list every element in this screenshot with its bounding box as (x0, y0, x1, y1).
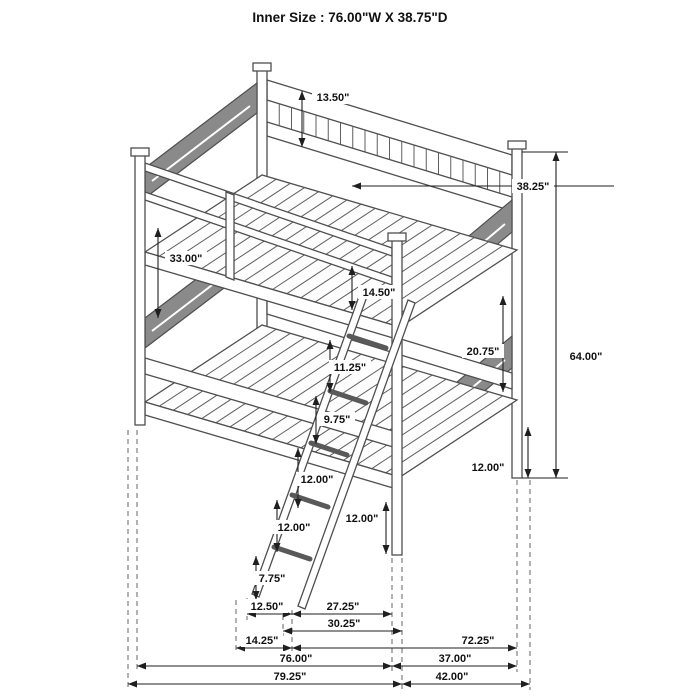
dimension-labels: 13.50" 38.25" 33.00" 14.50" 20.75" 64.00… (165, 90, 607, 683)
svg-text:38.25": 38.25" (517, 181, 550, 193)
dim-label-guard-to-deck: 33.00" (165, 251, 207, 265)
dim-label-overall-height: 64.00" (565, 349, 607, 363)
back-right-post-cap (507, 140, 527, 150)
dim-label-rail-spacing: 13.50" (312, 90, 354, 104)
svg-text:14.25": 14.25" (246, 635, 279, 647)
dim-label-ladder-rung-2: 9.75" (319, 412, 355, 426)
front-left-post-cap (130, 147, 150, 157)
dim-label-ladder-rung-4: 12.00" (273, 520, 315, 534)
svg-text:12.50": 12.50" (251, 601, 284, 613)
svg-text:20.75": 20.75" (467, 346, 500, 358)
dim-label-overall-width: 79.25" (269, 669, 311, 683)
svg-text:12.00": 12.00" (301, 474, 334, 486)
lower-back-rail (266, 297, 513, 390)
dim-label-side-depth: 37.00" (434, 651, 476, 665)
dim-label-deck-to-rail: 14.50" (358, 285, 400, 299)
dim-label-ladder-top-span: 27.25" (322, 599, 364, 613)
svg-text:64.00": 64.00" (570, 351, 603, 363)
front-guard-divider (225, 191, 235, 281)
headboard-upper-slot (151, 105, 251, 182)
dim-label-inner-width-bottom: 76.00" (275, 651, 317, 665)
svg-text:72.25": 72.25" (462, 635, 495, 647)
back-right-post (511, 147, 523, 479)
svg-text:12.00": 12.00" (346, 513, 379, 525)
svg-text:33.00": 33.00" (170, 253, 203, 265)
dim-label-bunk-spacing: 20.75" (462, 344, 504, 358)
ladder-right-rail (297, 299, 416, 610)
dim-label-ladder-foot-inset: 12.50" (246, 599, 288, 613)
dim-label-ladder-rung-1: 11.25" (329, 360, 371, 374)
svg-text:30.25": 30.25" (328, 618, 361, 630)
svg-text:12.00": 12.00" (278, 522, 311, 534)
svg-text:13.50": 13.50" (317, 92, 350, 104)
page-title: Inner Size : 76.00"W X 38.75"D (252, 10, 447, 25)
dim-label-ladder-rung-3: 12.00" (296, 472, 338, 486)
dim-label-front-post-clearance: 12.00" (341, 511, 383, 525)
dim-label-slat-span: 72.25" (457, 633, 499, 647)
dim-label-ladder-floor-span: 30.25" (323, 616, 365, 630)
dim-label-ladder-foot-span: 14.25" (241, 633, 283, 647)
svg-text:37.00": 37.00" (439, 653, 472, 665)
svg-text:14.50": 14.50" (363, 287, 396, 299)
dim-label-top-depth: 38.25" (512, 179, 554, 193)
svg-text:11.25": 11.25" (334, 362, 366, 374)
front-right-post-cap (387, 232, 407, 242)
svg-text:7.75": 7.75" (259, 573, 286, 585)
dim-label-overall-depth: 42.00" (431, 669, 473, 683)
svg-text:9.75": 9.75" (324, 414, 351, 426)
svg-text:76.00": 76.00" (280, 653, 313, 665)
dim-label-ladder-rung-5: 7.75" (254, 571, 290, 585)
svg-text:79.25": 79.25" (274, 671, 307, 683)
svg-text:12.00": 12.00" (472, 462, 505, 474)
headboard-upper-panel (144, 81, 258, 200)
front-left-post (134, 154, 146, 426)
svg-text:42.00": 42.00" (436, 671, 469, 683)
extension-lines (127, 430, 531, 690)
back-left-post-cap (252, 62, 272, 72)
dim-label-side-post-clearance: 12.00" (467, 460, 509, 474)
svg-text:27.25": 27.25" (327, 601, 360, 613)
